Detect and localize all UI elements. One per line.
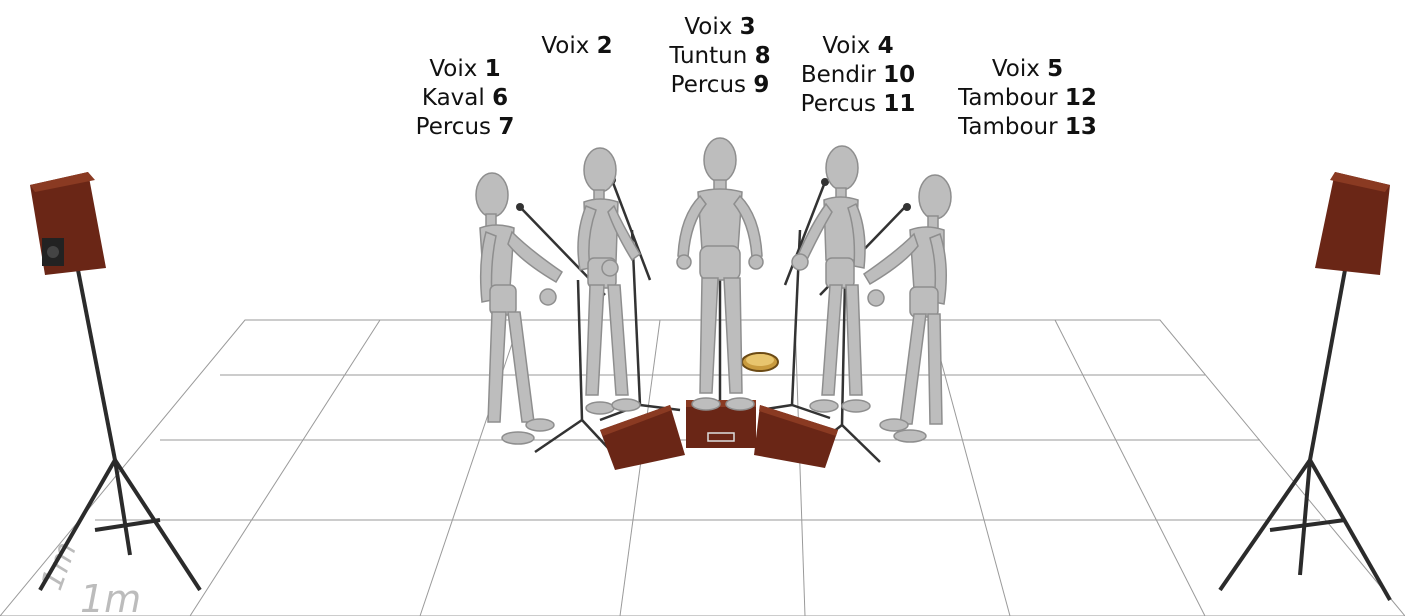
label-line: Kaval 6 [421, 85, 509, 111]
tambourine [741, 352, 779, 372]
figure-1 [475, 172, 564, 445]
label-line: Tuntun 8 [669, 43, 771, 69]
label-line: Tambour 12 [958, 85, 1097, 111]
group-label-2: Voix 2 [512, 32, 642, 61]
speaker-stand-right [1218, 269, 1392, 601]
label-line: Bendir 10 [800, 62, 916, 88]
label-line: Voix 2 [541, 33, 613, 59]
label-line: Percus 11 [800, 91, 916, 117]
scale-label: 1m [80, 577, 141, 616]
speaker-left [30, 172, 202, 592]
figure-5 [862, 174, 952, 443]
label-line: Voix 1 [429, 56, 501, 82]
figure-4 [791, 145, 871, 413]
label-line: Voix 5 [991, 56, 1064, 82]
label-line: Tambour 13 [958, 114, 1097, 140]
group-label-3: Voix 3 Tuntun 8 Percus 9 [635, 13, 805, 100]
figure-2 [577, 147, 641, 415]
group-label-5: Voix 5 Tambour 12 Tambour 13 [935, 55, 1120, 142]
speaker-stand-left [38, 269, 202, 592]
figure-3 [676, 137, 764, 411]
label-line: Percus 7 [415, 114, 515, 140]
group-label-1: Voix 1 Kaval 6 Percus 7 [380, 55, 550, 142]
group-label-4: Voix 4 Bendir 10 Percus 11 [773, 32, 943, 119]
musician-figures [475, 137, 952, 445]
label-line: Percus 9 [670, 72, 770, 98]
label-line: Voix 4 [822, 33, 894, 59]
speaker-right [1218, 172, 1392, 601]
stage-monitors [600, 400, 838, 470]
label-line: Voix 3 [684, 14, 756, 40]
